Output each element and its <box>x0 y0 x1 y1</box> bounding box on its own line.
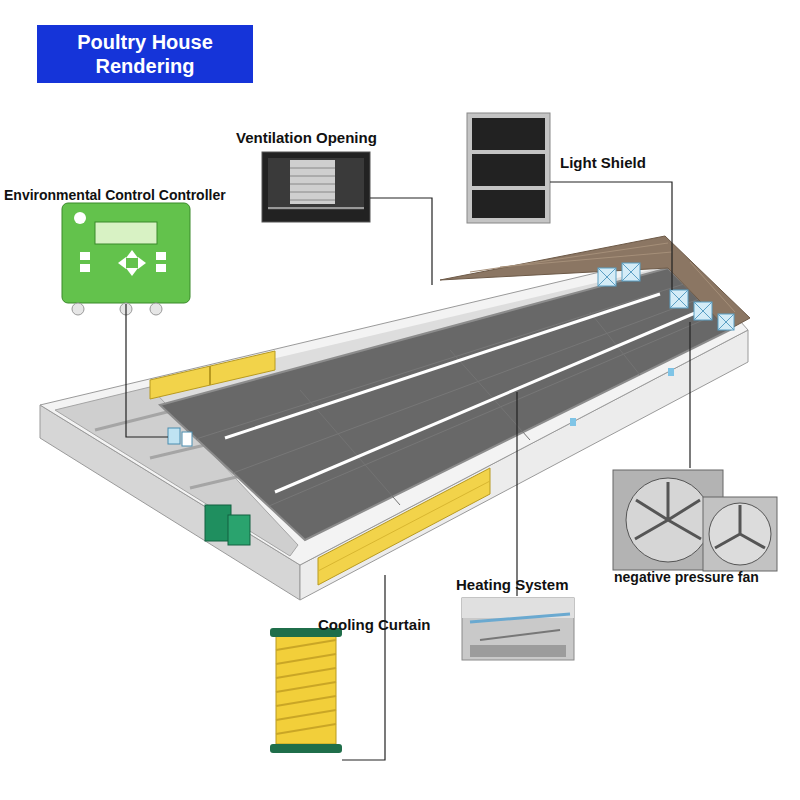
controller-picture <box>156 252 166 260</box>
controller-picture <box>62 203 190 315</box>
leader-line <box>550 182 672 290</box>
floor-seam <box>590 312 640 375</box>
part-label: Heating System <box>456 576 569 594</box>
light-shield-picture <box>472 154 545 186</box>
ventilation-opening-picture <box>290 168 335 200</box>
negative-pressure-fan-picture <box>703 497 777 571</box>
controller-picture <box>72 303 84 315</box>
ventilation-opening-picture <box>268 158 364 210</box>
controller-picture <box>80 264 90 272</box>
light-shield-picture <box>472 118 545 150</box>
wall-marker <box>668 368 674 376</box>
controller-picture <box>74 212 86 224</box>
light-shield-picture <box>467 113 550 223</box>
heating-system-picture <box>470 645 566 657</box>
negative-pressure-fan-picture <box>613 470 777 571</box>
negative-pressure-fan-picture <box>626 478 710 562</box>
heating-system-picture <box>462 598 574 660</box>
cooling-curtain-picture <box>276 640 336 734</box>
part-label: Cooling Curtain <box>318 616 431 634</box>
negative-pressure-fan-picture <box>715 505 765 548</box>
heating-system-picture <box>462 598 574 660</box>
part-label: Ventilation Opening <box>236 129 377 147</box>
wall-controller <box>182 432 192 446</box>
boiler <box>205 505 231 541</box>
part-label: negative pressure fan <box>614 568 759 586</box>
leader-line <box>370 198 432 285</box>
controller-picture <box>118 257 126 269</box>
title: Poultry House Rendering <box>37 30 253 78</box>
controller-picture <box>62 203 190 303</box>
partition-wall <box>150 445 205 458</box>
controller-picture <box>138 257 146 269</box>
partition-wall <box>95 410 175 430</box>
leader-line <box>126 304 168 437</box>
floor-seam <box>450 350 530 440</box>
cooling-pad-divider <box>209 366 211 385</box>
heating-system-picture <box>470 614 570 622</box>
fan-row <box>598 263 734 330</box>
leader-lines <box>126 182 690 760</box>
fan-blade <box>598 263 734 330</box>
floor-seam <box>233 299 699 473</box>
cooling-curtain-picture <box>270 744 342 753</box>
controller-picture <box>126 250 138 258</box>
roof-shingle <box>500 252 672 267</box>
negative-pressure-fan-picture <box>709 503 771 565</box>
controller-picture <box>80 252 90 260</box>
roof <box>440 236 750 330</box>
wall-controller <box>168 428 180 444</box>
cooling-pad-back <box>150 351 275 399</box>
cooling-pad-line <box>318 481 490 571</box>
controller-picture <box>150 303 162 315</box>
cooling-curtain-picture <box>270 628 342 753</box>
equipment <box>168 368 674 545</box>
controller-picture <box>126 268 138 276</box>
controller-picture <box>95 222 157 244</box>
cooling-pad-front <box>318 468 490 585</box>
ventilation-opening-picture <box>290 160 335 204</box>
ventilation-opening-picture <box>262 152 370 222</box>
title-box: Poultry House Rendering <box>37 25 253 83</box>
heating-pipe <box>275 313 695 492</box>
heating-system-picture <box>480 630 560 640</box>
leader-line <box>342 575 385 760</box>
ventilation-opening-picture <box>268 207 364 209</box>
ventilation-opening-picture <box>262 152 370 222</box>
leader-line <box>689 322 690 468</box>
part-label: Environmental Control Controller <box>4 186 226 204</box>
wall-marker <box>570 418 576 426</box>
heating-pipe <box>225 294 660 438</box>
controller-picture <box>156 264 166 272</box>
light-shield-picture <box>467 113 550 223</box>
leader-line <box>516 392 517 596</box>
part-label: Light Shield <box>560 154 646 172</box>
cooling-curtain-picture <box>276 636 336 744</box>
negative-pressure-fan-picture <box>635 482 701 539</box>
boiler <box>228 515 250 545</box>
light-shield-picture <box>472 190 545 218</box>
